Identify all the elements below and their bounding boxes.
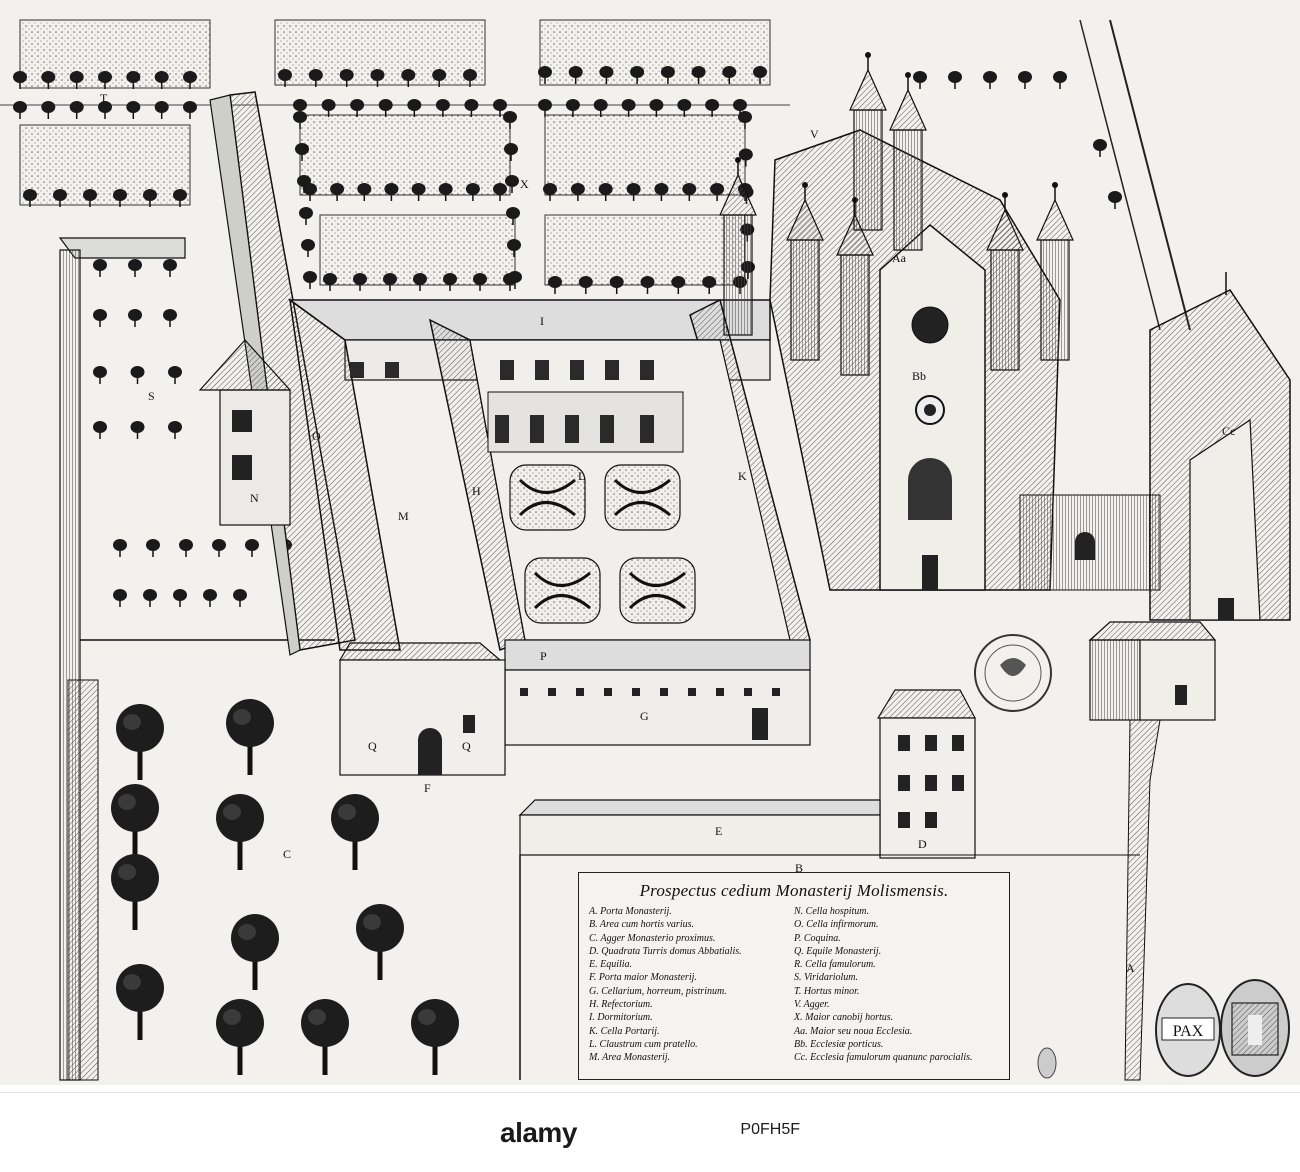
letter-s: S bbox=[148, 389, 155, 403]
engraving-letters: T V X Aa I Bb S N M H L K Cc P G Q Q F E… bbox=[100, 91, 1235, 975]
letter-b: B bbox=[795, 861, 803, 875]
small-seal bbox=[1037, 1047, 1057, 1079]
seal-text: PAX bbox=[1173, 1023, 1204, 1040]
legend-entry: X. Maior canobij hortus. bbox=[794, 1012, 894, 1024]
letter-f: F bbox=[424, 781, 431, 795]
east-gatehouse bbox=[1088, 621, 1217, 1081]
letter-t: T bbox=[100, 91, 108, 105]
legend-box: Prospectus cedium Monasterij Molismensis… bbox=[578, 872, 1010, 1080]
legend-entry: D. Quadrata Turris domus Abbatialis. bbox=[589, 945, 742, 957]
letter-q-right: Q bbox=[462, 739, 471, 753]
watermark-image-id: P0FH5F bbox=[740, 1121, 800, 1138]
church bbox=[719, 51, 1161, 591]
abbot-tower bbox=[876, 689, 977, 859]
legend-entry: L. Claustrum cum pratello. bbox=[589, 1038, 698, 1050]
engraving-plate: PAX T V X Aa I Bb S N M H L K Cc P G Q Q… bbox=[0, 0, 1300, 1085]
letter-o: O bbox=[312, 429, 321, 443]
letter-i: I bbox=[540, 314, 544, 328]
letter-k: K bbox=[738, 469, 747, 483]
letter-e: E bbox=[715, 824, 722, 838]
legend-entry: C. Agger Monasterio proximus. bbox=[589, 932, 716, 944]
legend-entry: T. Hortus minor. bbox=[794, 985, 860, 997]
letter-a: A bbox=[1126, 961, 1135, 975]
legend-entry: S. Viridariolum. bbox=[794, 972, 858, 984]
legend-entry: V. Agger. bbox=[794, 999, 830, 1011]
letter-n: N bbox=[250, 491, 259, 505]
footer-bar bbox=[0, 1085, 1300, 1172]
legend-columns: A. Porta Monasterij. B. Area cum hortis v… bbox=[589, 905, 999, 1065]
legend-entry: P. Coquina. bbox=[794, 932, 841, 944]
legend-entry: R. Cella famulorum. bbox=[794, 959, 876, 971]
letter-g: G bbox=[640, 709, 649, 723]
watermark-brand: alamy bbox=[500, 1117, 577, 1148]
letter-c: C bbox=[283, 847, 291, 861]
legend-entry: B. Area cum hortis varius. bbox=[589, 919, 694, 931]
legend-entry: E. Equilia. bbox=[589, 959, 633, 971]
legend-entry: Bb. Ecclesiæ porticus. bbox=[794, 1038, 884, 1050]
seal-coat-of-arms bbox=[1220, 979, 1290, 1077]
stables bbox=[518, 799, 1140, 1080]
legend-entry: H. Refectorium. bbox=[589, 999, 653, 1011]
letter-aa: Aa bbox=[892, 251, 907, 265]
letter-v: V bbox=[810, 127, 819, 141]
letter-p: P bbox=[540, 649, 547, 663]
legend-entry: K. Cella Portarij. bbox=[589, 1025, 660, 1037]
legend-entry: F. Porta maior Monasterij. bbox=[589, 972, 697, 984]
legend-right-column: N. Cella hospitum. O. Cella infirmorum.P.… bbox=[794, 905, 999, 1065]
cloister bbox=[287, 298, 811, 776]
legend-entry: O. Cella infirmorum. bbox=[794, 919, 879, 931]
legend-entry: N. Cella hospitum. bbox=[794, 906, 870, 917]
left-garden bbox=[58, 237, 335, 1081]
legend-title: Prospectus cedium Monasterij Molismensis… bbox=[639, 881, 949, 900]
legend-entry: I. Dormitorium. bbox=[589, 1012, 653, 1024]
seal-pax: PAX bbox=[1155, 983, 1221, 1077]
library-stamp bbox=[974, 634, 1052, 712]
letter-cc: Cc bbox=[1222, 424, 1235, 438]
legend-left-column: A. Porta Monasterij. B. Area cum hortis v… bbox=[589, 905, 794, 1065]
monastery-engraving: PAX T V X Aa I Bb S N M H L K Cc P G Q Q… bbox=[0, 19, 1291, 1081]
letter-d: D bbox=[918, 837, 927, 851]
footer-divider bbox=[0, 1092, 1300, 1093]
letter-m: M bbox=[398, 509, 409, 523]
letter-l: L bbox=[578, 469, 585, 483]
legend-entry: Cc. Ecclesia famulorum quanunc parociali… bbox=[794, 1052, 973, 1064]
legend-entry: M. Area Monasterij. bbox=[589, 1052, 671, 1064]
letter-q-left: Q bbox=[368, 739, 377, 753]
letter-bb: Bb bbox=[912, 369, 926, 383]
legend-entry: A. Porta Monasterij. bbox=[589, 906, 672, 917]
legend-entry: G. Cellarium, horreum, pistrinum. bbox=[589, 985, 727, 997]
parish-church bbox=[1149, 272, 1291, 621]
legend-entry: Q. Equile Monasterij. bbox=[794, 945, 882, 957]
letter-x: X bbox=[520, 177, 529, 191]
letter-h: H bbox=[472, 484, 481, 498]
legend-entry: Aa. Maior seu noua Ecclesia. bbox=[794, 1025, 913, 1037]
stock-watermark: alamy P0FH5F bbox=[500, 1117, 800, 1148]
